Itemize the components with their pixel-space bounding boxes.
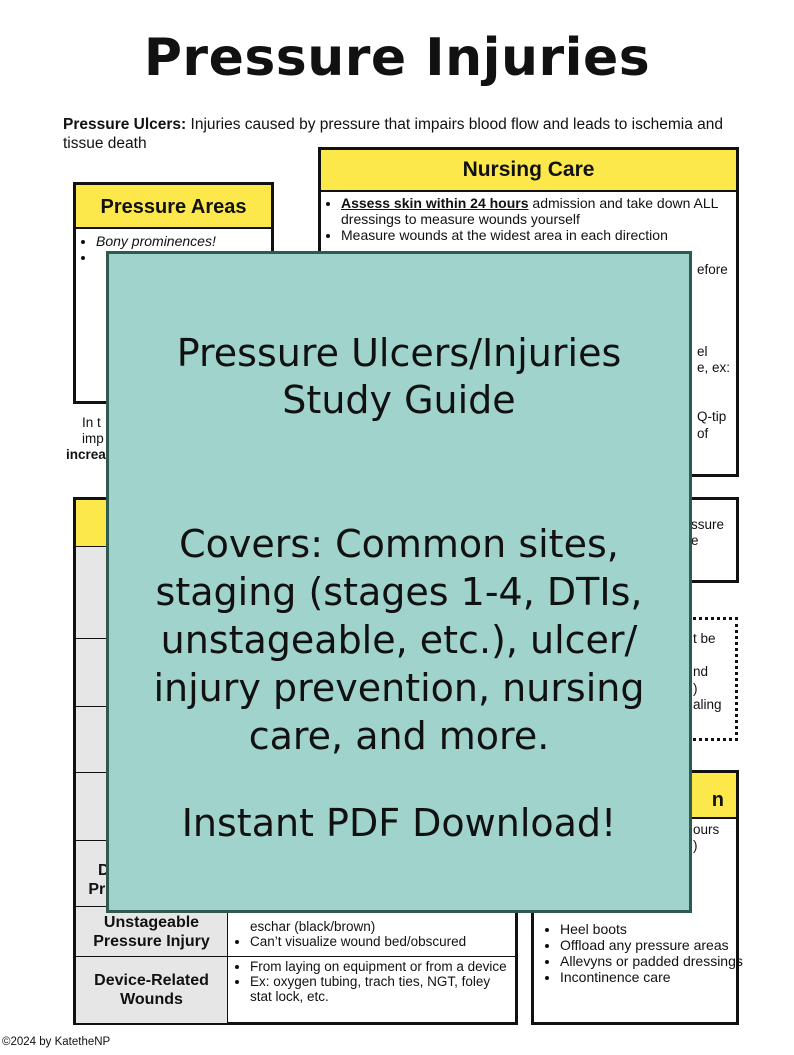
- right-lower-list: Heel boots Offload any pressure areas Al…: [540, 921, 750, 985]
- row-label: Device-Related Wounds: [76, 957, 228, 1023]
- pressure-areas-list: Bony prominences!: [76, 229, 271, 265]
- right-middle-fragment: e: [691, 533, 699, 548]
- pressure-areas-fragment: increa: [66, 447, 106, 462]
- row-label-partial-line1: D: [98, 862, 110, 879]
- promo-overlay: Pressure Ulcers/Injuries Study Guide Cov…: [106, 251, 692, 913]
- row-label-partial: D Pr: [84, 861, 110, 899]
- dotted-note-fragment: aling: [693, 697, 722, 712]
- overlay-title-line: Pressure Ulcers/Injuries: [176, 331, 622, 375]
- page-title: Pressure Injuries: [143, 28, 651, 88]
- overlay-description-line: injury prevention, nursing: [153, 666, 645, 710]
- overlay-title-line: Study Guide: [282, 378, 516, 422]
- overlay-description-line: staging (stages 1-4, DTIs,: [155, 570, 643, 614]
- intro-definition: Injuries caused by pressure that impairs…: [63, 116, 723, 152]
- pressure-areas-heading: Pressure Areas: [76, 185, 271, 229]
- nursing-care-fragment: e, ex:: [697, 360, 731, 375]
- dotted-note-fragment: ): [693, 681, 698, 696]
- row-description: eschar (black/brown) Can’t visualize wou…: [232, 919, 509, 949]
- pressure-areas-fragment: imp: [82, 431, 104, 446]
- row-label: Unstageable Pressure Injury: [76, 907, 228, 957]
- dotted-note-fragment: nd: [693, 664, 709, 679]
- right-lower-item: Incontinence care: [560, 969, 750, 985]
- overlay-call-to-action: Instant PDF Download!: [181, 801, 617, 845]
- nursing-care-fragment: Q-tip: [697, 409, 727, 424]
- row-item: Ex: oxygen tubing, trach ties, NGT, fole…: [250, 974, 509, 1004]
- nursing-care-list: Assess skin within 24 hours admission an…: [321, 192, 736, 243]
- table-row: Unstageable Pressure Injury eschar (blac…: [76, 906, 515, 957]
- right-lower-item: Heel boots: [560, 921, 750, 937]
- table-row: Device-Related Wounds From laying on equ…: [76, 956, 515, 1023]
- row-label-partial-line2: Pr: [88, 881, 106, 898]
- right-lower-fragment: ours: [693, 822, 720, 837]
- dotted-note-fragment: t be: [693, 631, 716, 646]
- row-description: From laying on equipment or from a devic…: [232, 959, 509, 1004]
- nursing-care-fragment: of: [697, 426, 709, 441]
- nursing-care-heading: Nursing Care: [321, 150, 736, 192]
- pressure-areas-item: Bony prominences!: [96, 233, 271, 249]
- nursing-care-item-strong: Assess skin within 24 hours: [341, 195, 529, 211]
- nursing-care-fragment: el: [697, 344, 708, 359]
- right-lower-fragment: ): [693, 838, 698, 853]
- overlay-title: Pressure Ulcers/Injuries Study Guide: [109, 330, 689, 424]
- intro-term: Pressure Ulcers:: [63, 116, 187, 133]
- nursing-care-fragment: efore: [697, 262, 728, 277]
- row-item: Can’t visualize wound bed/obscured: [250, 934, 509, 949]
- copyright-footer: ©2024 by KatetheNP: [2, 1036, 111, 1048]
- intro-paragraph: Pressure Ulcers: Injuries caused by pres…: [63, 115, 723, 153]
- overlay-description: Covers: Common sites, staging (stages 1-…: [109, 520, 689, 760]
- right-lower-item: Allevyns or padded dressings: [560, 953, 750, 969]
- nursing-care-item: Measure wounds at the widest area in eac…: [341, 227, 736, 243]
- overlay-description-line: care, and more.: [248, 714, 550, 758]
- nursing-care-item-text: admission and take down ALL dressings to…: [341, 195, 718, 227]
- row-item: From laying on equipment or from a devic…: [250, 959, 509, 974]
- right-lower-item: Offload any pressure areas: [560, 937, 750, 953]
- row-item: eschar (black/brown): [250, 919, 376, 934]
- pressure-areas-fragment: In t: [82, 415, 101, 430]
- overlay-description-line: unstageable, etc.), ulcer/: [160, 618, 638, 662]
- nursing-care-item: Assess skin within 24 hours admission an…: [341, 195, 736, 227]
- right-middle-fragment: ssure: [691, 517, 725, 532]
- overlay-description-line: Covers: Common sites,: [179, 522, 619, 566]
